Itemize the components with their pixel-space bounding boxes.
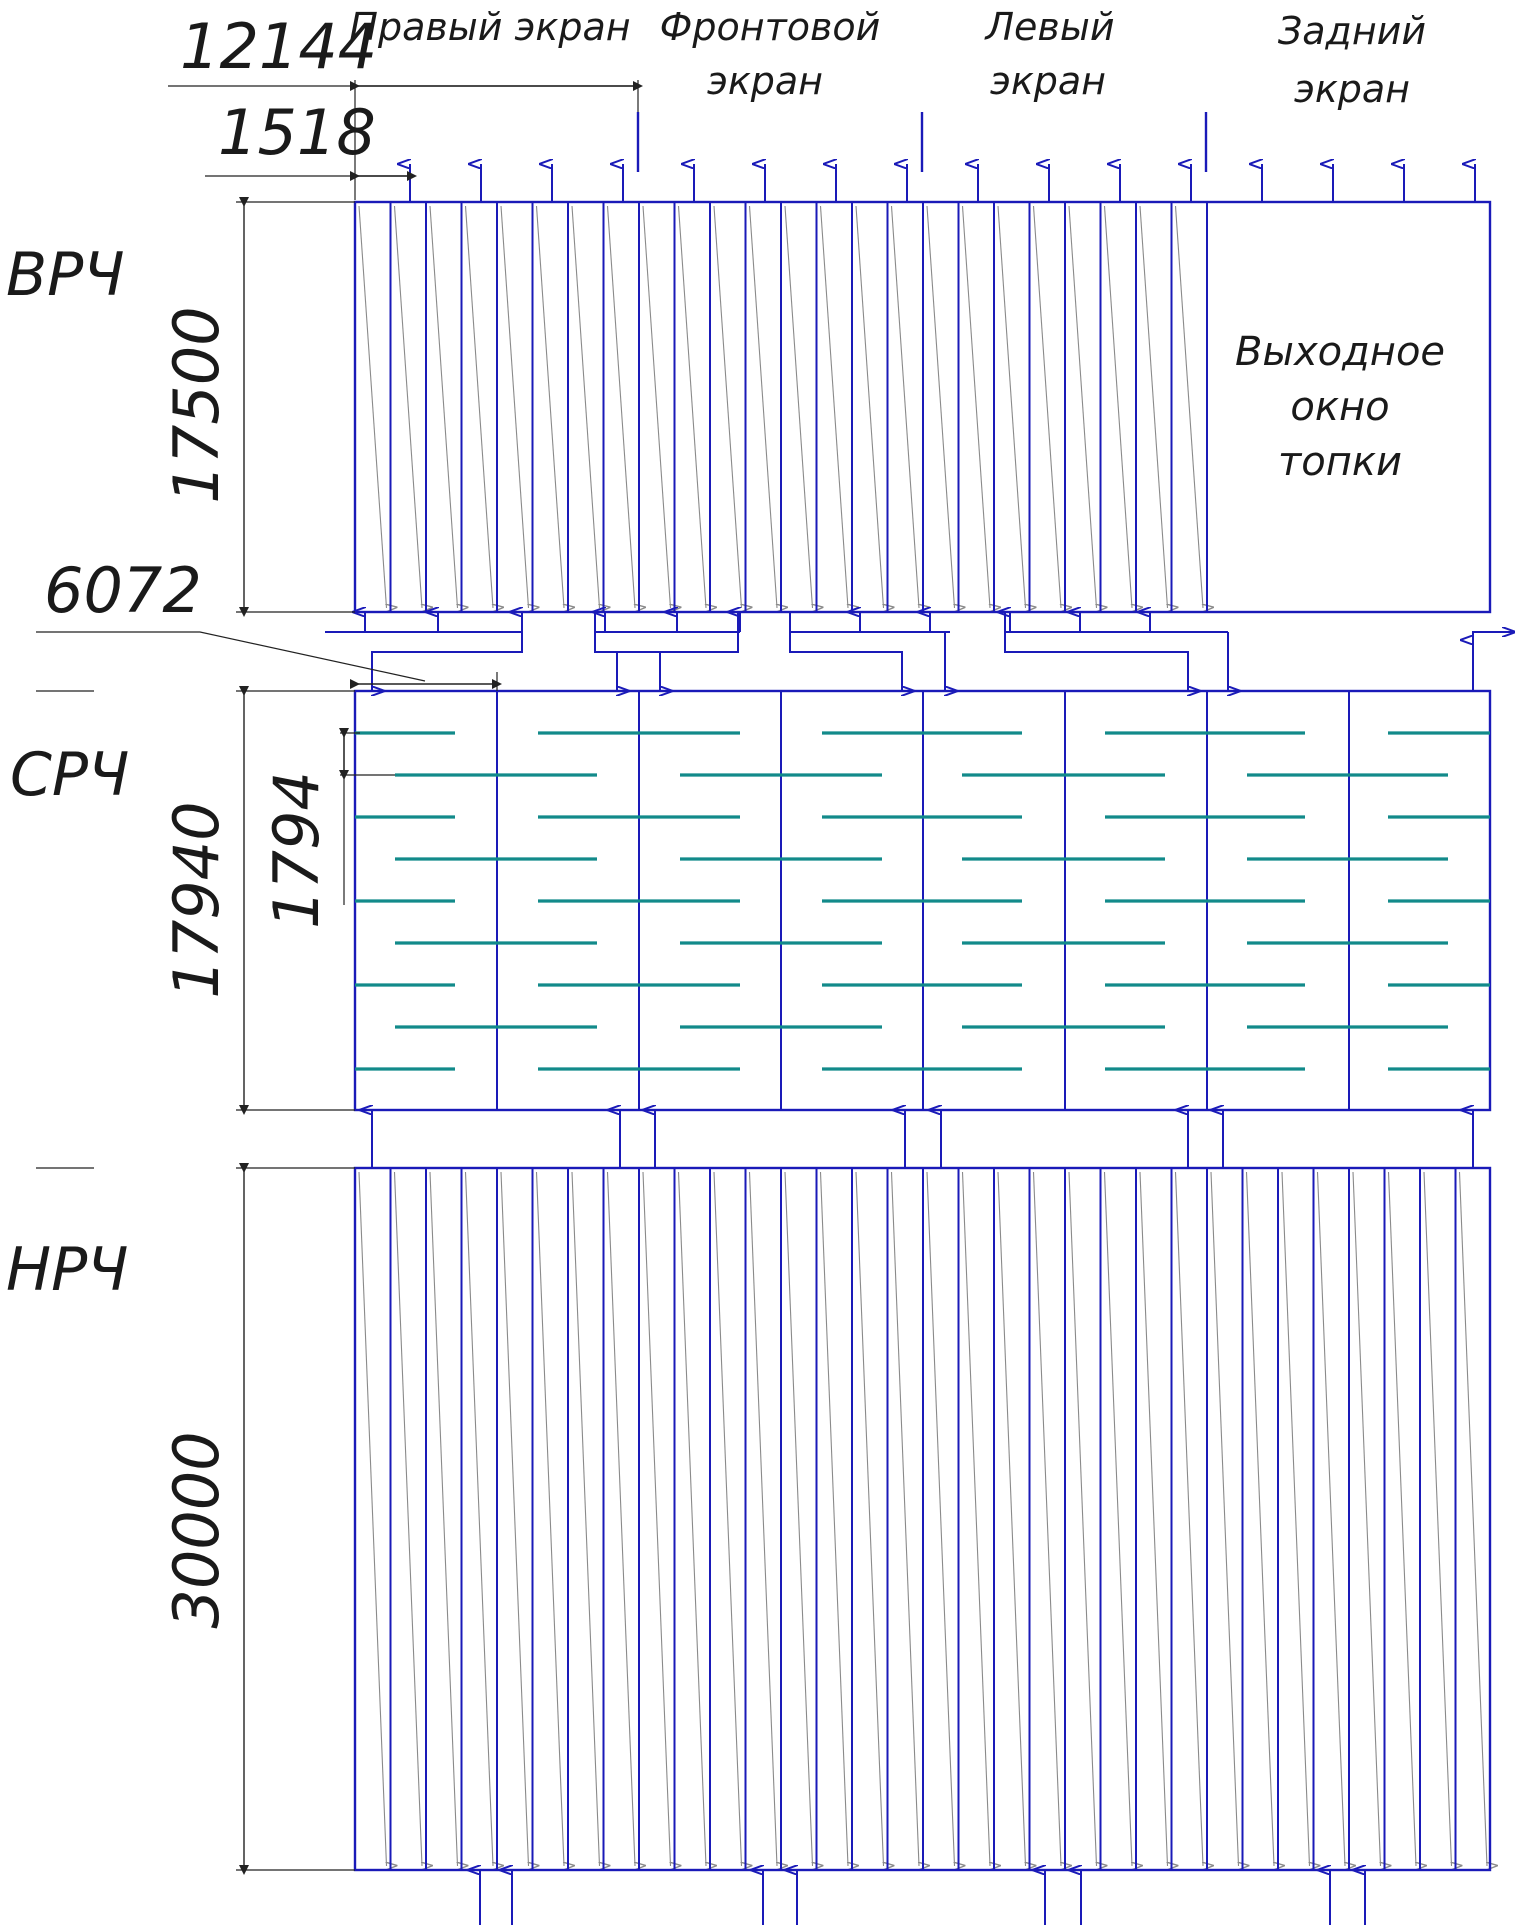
- nrch-flow-line: [784, 1171, 813, 1866]
- vrch-flow-line: [642, 205, 671, 608]
- srch-feed-line: [594, 612, 661, 691]
- nrch-flow-line: [748, 1171, 778, 1866]
- vrch-flow-line: [677, 205, 707, 608]
- dim-panel-width: 1518: [218, 96, 376, 169]
- dim-nrch-height: 30000: [160, 1431, 233, 1628]
- vrch-flow-line: [1139, 205, 1168, 608]
- srch-coils: [355, 731, 1490, 1071]
- vrch-flow-line: [358, 205, 387, 608]
- vrch-flow-line: [429, 205, 458, 608]
- nrch-flow-line: [1139, 1171, 1168, 1866]
- nrch-flow-line: [1245, 1171, 1275, 1866]
- vrch-flow-line: [1032, 205, 1062, 608]
- furnace-outlet-line3: топки: [1278, 439, 1402, 485]
- nrch-flow-line: [1458, 1171, 1488, 1866]
- srch-feed-line: [371, 612, 523, 691]
- vrch-flow-line: [819, 205, 849, 608]
- nrch-flow-line: [1032, 1171, 1062, 1866]
- zone-label-srch: СРЧ: [10, 740, 129, 810]
- nrch-flow-line: [961, 1171, 991, 1866]
- dim-leader: [36, 631, 426, 682]
- vrch-flow-line: [926, 205, 955, 608]
- zone-label-nrch: НРЧ: [6, 1235, 128, 1305]
- nrch-flow-line: [358, 1171, 387, 1866]
- furnace-outlet-line1: Выходное: [1235, 329, 1445, 375]
- vrch-flow-line: [748, 205, 778, 608]
- vrch-flow-line: [1103, 205, 1133, 608]
- screen-label-front: Фронтовой: [660, 5, 881, 49]
- nrch-flow-line: [713, 1171, 742, 1866]
- vrch-flow-line: [855, 205, 884, 608]
- nrch-flow-line: [429, 1171, 458, 1866]
- dim-srch-height: 17940: [160, 801, 233, 998]
- vrch-flow-line: [890, 205, 920, 608]
- nrch-flow-line: [1103, 1171, 1133, 1866]
- vrch-flow-line: [606, 205, 636, 608]
- vrch-flow-line: [535, 205, 565, 608]
- nrch-flow-line: [642, 1171, 671, 1866]
- vrch-flow-line: [393, 205, 423, 608]
- nrch-flow-line: [1316, 1171, 1346, 1866]
- screen-label-right: Правый экран: [349, 5, 630, 49]
- dim-vrch-height: 17500: [160, 306, 233, 503]
- srch-feed-line: [789, 612, 903, 691]
- nrch-flow-line: [571, 1171, 600, 1866]
- screen-label-left-2: экран: [990, 59, 1106, 103]
- nrch-flow-line: [855, 1171, 884, 1866]
- nrch-flow-line: [393, 1171, 423, 1866]
- furnace-outlet-line2: окно: [1290, 384, 1389, 430]
- screen-label-front-2: экран: [707, 59, 823, 103]
- nrch-flow-line: [1210, 1171, 1239, 1866]
- nrch-flow-line: [1068, 1171, 1097, 1866]
- srch-feed-line: [616, 612, 739, 691]
- nrch-flow-line: [926, 1171, 955, 1866]
- nrch-flow-line: [464, 1171, 494, 1866]
- vrch-flow-line: [961, 205, 991, 608]
- dimension-lines: [36, 80, 643, 1875]
- nrch-flow-line: [1352, 1171, 1381, 1866]
- vrch-flow-line: [571, 205, 600, 608]
- nrch-flow-line: [535, 1171, 565, 1866]
- vrch-flow-line: [1174, 205, 1204, 608]
- dim-srch-step: 1794: [260, 771, 333, 929]
- nrch-flow-line: [1281, 1171, 1310, 1866]
- vrch-flow-line: [500, 205, 529, 608]
- screen-label-rear-2: экран: [1294, 67, 1410, 111]
- panel-frames: [353, 112, 1492, 1872]
- zone-label-vrch: ВРЧ: [6, 240, 124, 310]
- nrch-flow-line: [819, 1171, 849, 1866]
- nrch-flow-line: [1174, 1171, 1204, 1866]
- nrch-flow-line: [606, 1171, 636, 1866]
- srch-outlet-pipe: [1472, 632, 1515, 691]
- srch-feed-line: [1004, 612, 1189, 691]
- vrch-flow-line: [997, 205, 1026, 608]
- vrch-flow-line: [1068, 205, 1097, 608]
- panel-flow-lines: [358, 205, 1488, 1866]
- vrch-flow-line: [784, 205, 813, 608]
- dim-srch-cell-width: 6072: [44, 554, 202, 627]
- screen-label-rear: Задний: [1278, 9, 1426, 53]
- nrch-flow-line: [1387, 1171, 1417, 1866]
- nrch-flow-line: [997, 1171, 1026, 1866]
- vrch-flow-line: [713, 205, 742, 608]
- dim-total-width: 12144: [180, 10, 377, 83]
- nrch-flow-line: [1423, 1171, 1452, 1866]
- nrch-flow-line: [500, 1171, 529, 1866]
- nrch-flow-line: [677, 1171, 707, 1866]
- vrch-flow-line: [464, 205, 494, 608]
- nrch-flow-line: [890, 1171, 920, 1866]
- screen-label-left: Левый: [983, 5, 1114, 49]
